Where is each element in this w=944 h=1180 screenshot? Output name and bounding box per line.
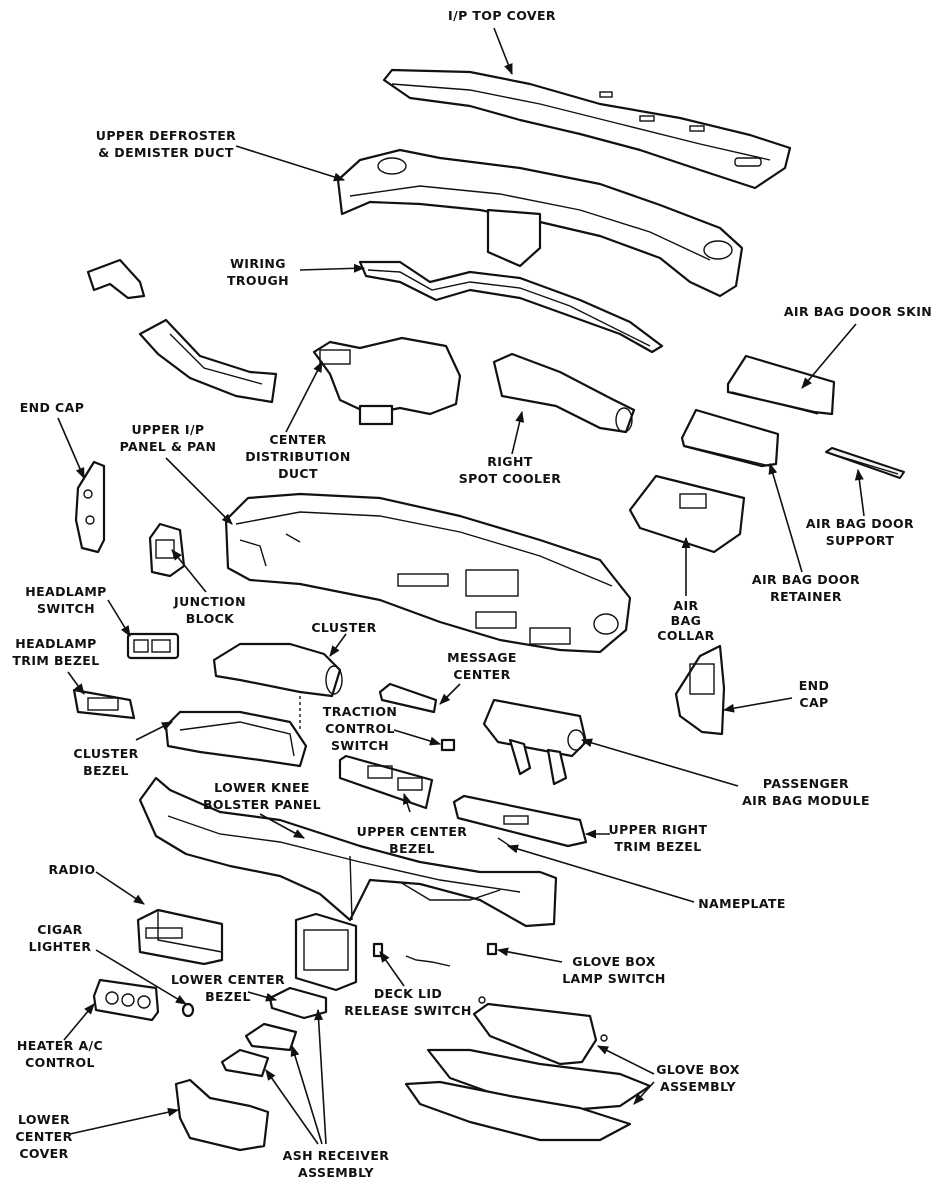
deck-lid-release-switch-part	[372, 942, 451, 967]
air-bag-door-retainer-part	[680, 408, 780, 468]
left-spot-cooler-part	[138, 318, 278, 404]
ash-receiver-parts	[220, 986, 328, 1078]
passenger-air-bag-module-part	[482, 698, 588, 786]
traction-control-switch-part	[440, 738, 456, 752]
wiring-trough-part	[358, 260, 664, 354]
cluster-part	[212, 642, 343, 730]
air-bag-door-support-part	[825, 447, 905, 479]
headlamp-trim-bezel-part	[72, 688, 136, 720]
ip-top-cover-part	[382, 68, 792, 190]
label-ip-top-cover: I/P TOP COVER	[448, 8, 556, 23]
leader-lines	[57, 27, 865, 1145]
glove-box-assembly-part	[404, 996, 652, 1142]
end-cap-right-part	[674, 644, 726, 736]
air-bag-door-skin-part	[726, 354, 836, 416]
lower-knee-bolster-panel-part	[138, 776, 558, 928]
upper-defroster-duct-part	[336, 148, 744, 298]
upper-ip-panel-part	[224, 492, 632, 654]
right-spot-cooler-part	[492, 352, 636, 434]
label-end-cap-left: END CAP	[20, 400, 85, 415]
labels: I/P TOP COVER UPPER DEFROSTER& DEMISTER …	[12, 8, 932, 1180]
lower-center-cover-part	[174, 1078, 270, 1152]
heater-ac-control-part	[92, 978, 160, 1022]
cluster-bezel-part	[164, 710, 308, 768]
junction-block-part	[148, 522, 186, 578]
label-cluster: CLUSTER	[311, 620, 376, 635]
label-air-bag-door-skin: AIR BAG DOOR SKIN	[784, 304, 932, 319]
radio-part	[136, 908, 224, 966]
left-duct-elbow-part	[86, 258, 146, 300]
center-distribution-duct-part	[312, 336, 462, 426]
end-cap-left-part	[74, 460, 106, 554]
cigar-lighter-part	[181, 1002, 195, 1018]
upper-center-bezel-part	[338, 754, 434, 810]
nameplate-part	[497, 837, 511, 847]
label-radio: RADIO	[49, 862, 96, 877]
label-upper-defroster: UPPER DEFROSTER& DEMISTER DUCT	[96, 128, 236, 160]
message-center-part	[378, 682, 438, 714]
air-bag-collar-part	[628, 474, 746, 554]
label-nameplate: NAMEPLATE	[698, 896, 786, 911]
lower-center-bezel-part	[294, 912, 358, 992]
upper-right-trim-bezel-part	[452, 794, 588, 848]
glove-box-lamp-switch-part	[486, 942, 498, 956]
headlamp-switch-part	[126, 632, 180, 660]
